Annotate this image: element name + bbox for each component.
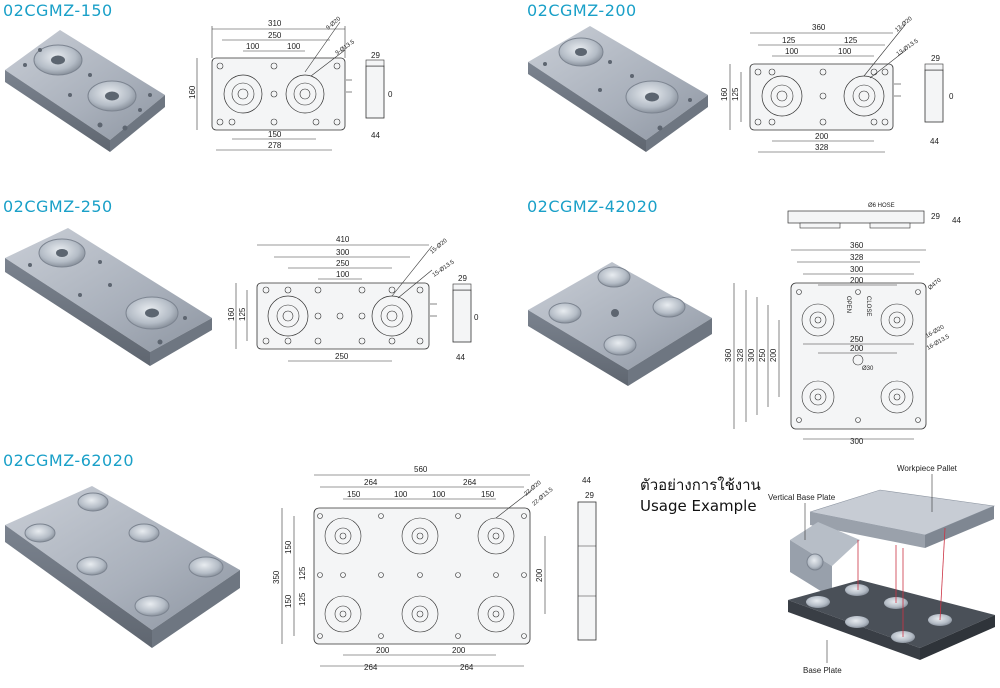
dim-150-s1: 29 (371, 51, 380, 60)
dim-200-w3: 100 (785, 47, 799, 56)
dim-150-w4: 100 (287, 42, 301, 51)
dim-62020-w3d: 150 (481, 490, 495, 499)
usage-title-thai: ตัวอย่างการใช้งาน (640, 476, 761, 494)
dim-42020-h1: 360 (724, 348, 733, 362)
dim-42020-b1: 300 (850, 437, 864, 446)
dim-250-w4: 100 (336, 270, 350, 279)
label-workpiece-pallet: Workpiece Pallet (897, 464, 957, 473)
dim-150-b1: 150 (268, 130, 282, 139)
model-title-250: 02CGMZ-250 (3, 197, 113, 216)
dim-200-b2: 328 (815, 143, 829, 152)
dim-62020-w2b: 264 (463, 478, 477, 487)
dim-200-zero: 0 (949, 92, 954, 101)
dim-250-holes2: 15-Ø13.5 (432, 259, 456, 279)
dim-250-zero: 0 (474, 313, 479, 322)
dim-42020-w4: 200 (850, 276, 864, 285)
drawing-200: 360 125 125 100 100 200 328 160 125 13-Ø… (720, 16, 954, 153)
dim-42020-s1: 29 (931, 212, 940, 221)
dim-150-b2: 278 (268, 141, 282, 150)
dim-62020-b1b: 200 (452, 646, 466, 655)
dim-42020-h5: 200 (769, 348, 778, 362)
dim-42020-top1: Ø6 HOSE (868, 203, 895, 209)
dim-200-w2b: 125 (844, 36, 858, 45)
model-title-150: 02CGMZ-150 (3, 1, 113, 20)
render-62020 (5, 486, 240, 648)
dim-200-w2a: 125 (782, 36, 796, 45)
dim-62020-s2: 29 (585, 491, 594, 500)
dim-42020-h4: 250 (758, 348, 767, 362)
dim-250-h1: 160 (227, 307, 236, 321)
dim-62020-w1: 560 (414, 465, 428, 474)
dim-42020-c1: 200 (850, 344, 864, 353)
dim-62020-hc: 125 (298, 592, 307, 606)
dim-62020-b2a: 264 (364, 663, 378, 672)
dim-42020-w3: 300 (850, 265, 864, 274)
dim-250-w3: 250 (336, 259, 350, 268)
dim-200-s2: 44 (930, 137, 939, 146)
render-42020 (528, 262, 712, 386)
usage-render (788, 474, 996, 663)
dim-250-b1: 250 (335, 352, 349, 361)
drawing-42020: Ø6 HOSE 29 44 360 328 300 200 200 250 3 (724, 203, 961, 446)
dim-200-h1: 160 (720, 87, 729, 101)
dim-250-holes1: 15-Ø20 (429, 238, 449, 256)
dim-62020-hd: 150 (284, 594, 293, 608)
dim-250-h2: 125 (238, 307, 247, 321)
label-42020-open: OPEN (845, 296, 851, 313)
label-vertical-base-plate: Vertical Base Plate (768, 493, 836, 502)
dim-42020-h2: 328 (736, 348, 745, 362)
model-title-200: 02CGMZ-200 (527, 1, 637, 20)
render-200 (528, 26, 708, 152)
dim-150-w3: 100 (246, 42, 260, 51)
dim-62020-w3b: 100 (394, 490, 408, 499)
dim-42020-r1: Ø470 (927, 277, 943, 291)
drawing-62020: 560 264 264 150 100 100 150 200 200 264 … (272, 465, 597, 672)
dim-62020-w2a: 264 (364, 478, 378, 487)
dim-62020-s1: 44 (582, 476, 591, 485)
dim-42020-h3: 300 (747, 348, 756, 362)
dim-200-b1: 200 (815, 132, 829, 141)
dim-200-h2: 125 (731, 87, 740, 101)
label-42020-close: CLOSE (865, 296, 871, 316)
dim-42020-c2: 250 (850, 335, 864, 344)
render-150 (5, 30, 165, 152)
dim-150-w1: 310 (268, 19, 282, 28)
usage-title-english: Usage Example (640, 497, 757, 515)
dim-42020-w2: 328 (850, 253, 864, 262)
dim-42020-s2: 44 (952, 216, 961, 225)
dim-62020-ha: 150 (284, 540, 293, 554)
dim-250-s2: 44 (456, 353, 465, 362)
model-title-62020: 02CGMZ-62020 (3, 451, 135, 470)
dim-150-w2: 250 (268, 31, 282, 40)
dim-200-w4: 100 (838, 47, 852, 56)
dim-200-s1: 29 (931, 54, 940, 63)
drawing-250: 410 300 250 100 250 160 125 15-Ø20 15-Ø1… (227, 235, 479, 362)
dim-62020-h1: 350 (272, 570, 281, 584)
dim-150-holes2: 9-Ø13.5 (335, 39, 357, 57)
label-base-plate: Base Plate (803, 666, 842, 675)
dim-62020-w3a: 150 (347, 490, 361, 499)
dim-62020-hr: 200 (535, 568, 544, 582)
dim-250-w2: 300 (336, 248, 350, 257)
dim-42020-w1: 360 (850, 241, 864, 250)
drawing-150: 310 250 100 100 150 278 160 9-Ø20 9-Ø13.… (188, 16, 393, 151)
dim-200-holes1: 13-Ø20 (894, 16, 914, 34)
dim-62020-w3c: 100 (432, 490, 446, 499)
dim-62020-b1a: 200 (376, 646, 390, 655)
render-250 (5, 228, 212, 366)
dim-62020-b2b: 264 (460, 663, 474, 672)
dim-250-w1: 410 (336, 235, 350, 244)
model-title-42020: 02CGMZ-42020 (527, 197, 659, 216)
dim-200-w1: 360 (812, 23, 826, 32)
dim-150-s2: 44 (371, 131, 380, 140)
dim-150-zero: 0 (388, 90, 393, 99)
dim-42020-d1: Ø30 (862, 366, 874, 372)
dim-62020-hb: 125 (298, 566, 307, 580)
dim-150-h: 160 (188, 85, 197, 99)
dim-250-s1: 29 (458, 274, 467, 283)
dim-200-holes2: 13-Ø13.5 (896, 38, 920, 58)
